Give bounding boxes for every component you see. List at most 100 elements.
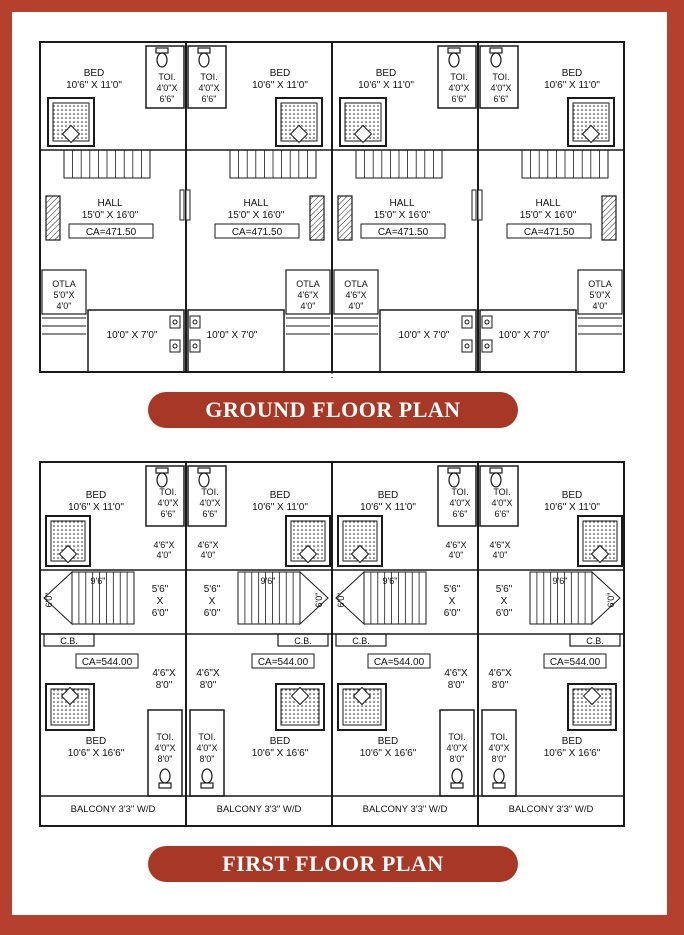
balcony-label: BALCONY 3'3" W/D: [217, 804, 302, 815]
bed-label: BED: [562, 490, 583, 501]
sofa: [45, 195, 61, 241]
lobby-size: X: [501, 596, 508, 607]
passage-size: 4'0": [449, 550, 464, 560]
stair-width: 6'0": [44, 593, 54, 608]
bed-size: 10'6" X 16'6": [360, 748, 417, 759]
sink: [461, 315, 473, 329]
stair-length: 9'6": [91, 576, 106, 586]
bed-size: 10'6" X 11'0": [544, 80, 600, 91]
hall-size: 15'0" X 16'0": [82, 210, 139, 221]
toilet-size: 8'0": [158, 754, 173, 764]
hall-size: 15'0" X 16'0": [520, 210, 577, 221]
staircase-icon: [229, 149, 317, 179]
pillow-icon: [290, 686, 310, 706]
kitchen-size: 10'0" X 7'0": [499, 330, 550, 341]
bed-icon: [47, 97, 95, 147]
toilet-icon: [155, 467, 169, 488]
sofa-icon: [309, 195, 325, 241]
toilet-room: [189, 709, 225, 797]
pillow-icon: [581, 124, 601, 144]
toilet-tank: [155, 467, 169, 474]
bed-size: 10'6" X 11'0": [252, 80, 308, 91]
pillow-icon: [289, 124, 309, 144]
pillow-icon: [353, 124, 373, 144]
otla-size: 4'0": [349, 301, 364, 311]
passage-size: 4'6"X: [488, 668, 512, 679]
bed-size: 10'6" X 11'0": [544, 502, 600, 513]
lobby-size: 6'0": [496, 608, 513, 619]
toilet-label: TOI.: [493, 487, 510, 497]
toilet-label: TOI.: [201, 487, 218, 497]
hall-size: 15'0" X 16'0": [374, 210, 431, 221]
cupboard: [277, 633, 329, 647]
otla-size: 4'0": [301, 301, 316, 311]
toilet-bowl: [448, 52, 460, 68]
toilet-bowl: [448, 472, 460, 488]
door-icon: [471, 189, 477, 221]
toilet-bowl: [156, 52, 168, 68]
toilet-label: TOI.: [198, 732, 215, 742]
kitchen-room: [379, 309, 477, 373]
toilet-size: 4'0"X: [450, 498, 471, 508]
sink-icon: [461, 339, 473, 353]
carpet-area-label: CA=544.00: [550, 657, 601, 668]
sofa-icon: [601, 195, 617, 241]
toilet-bowl: [198, 52, 210, 68]
toilet-bowl: [451, 768, 463, 784]
toilet-icon: [155, 47, 169, 68]
ground-floor-plan-title: GROUND FLOOR PLAN: [148, 392, 518, 428]
toilet-label: TOI.: [450, 72, 467, 82]
passage-size: 4'6"X: [444, 668, 468, 679]
otla-size: 4'0": [593, 301, 608, 311]
stair-width: 6'0": [606, 593, 616, 608]
door-leaf: [185, 189, 191, 221]
bed-icon: [577, 515, 623, 567]
bed-label: BED: [562, 68, 583, 79]
sink-drain: [172, 343, 178, 349]
bed-icon: [45, 515, 91, 567]
lobby-size: 6'0": [444, 608, 461, 619]
sink-icon: [189, 339, 201, 353]
bed-label: BED: [270, 490, 291, 501]
toilet-label: TOI.: [159, 487, 176, 497]
bed-label: BED: [86, 736, 107, 747]
lobby-size: X: [209, 596, 216, 607]
sink: [481, 339, 493, 353]
toilet-size: 6'6": [203, 509, 218, 519]
otla-room: [577, 269, 623, 315]
toilet-bowl: [156, 472, 168, 488]
balcony-label: BALCONY 3'3" W/D: [363, 804, 448, 815]
lobby-size: X: [449, 596, 456, 607]
sink-icon: [461, 315, 473, 329]
bed-label: BED: [84, 68, 105, 79]
sink-icon: [169, 315, 181, 329]
balcony-label: BALCONY 3'3" W/D: [71, 804, 156, 815]
sink-icon: [481, 315, 493, 329]
sofa: [601, 195, 617, 241]
staircase-icon: [363, 571, 427, 625]
otla-room: [41, 269, 87, 315]
bed-icon: [337, 515, 383, 567]
kitchen-room: [87, 309, 185, 373]
sink-icon: [189, 315, 201, 329]
toilet-tank: [158, 782, 172, 789]
sink-drain: [484, 343, 490, 349]
toilet-icon: [200, 768, 214, 789]
pillow-icon: [61, 124, 81, 144]
toilet-icon: [489, 467, 503, 488]
toilet-tank: [197, 47, 211, 54]
door-leaf: [471, 189, 477, 221]
stair-length: 9'6": [261, 576, 276, 586]
cupboard-label: C.B.: [352, 636, 370, 646]
hall-label: HALL: [243, 198, 268, 209]
sink-drain: [464, 319, 470, 325]
bed-label: BED: [270, 68, 291, 79]
toilet-size: 6'6": [160, 94, 175, 104]
bed-icon: [275, 97, 323, 147]
staircase-icon: [521, 149, 609, 179]
sink: [169, 315, 181, 329]
toilet-bowl: [198, 472, 210, 488]
